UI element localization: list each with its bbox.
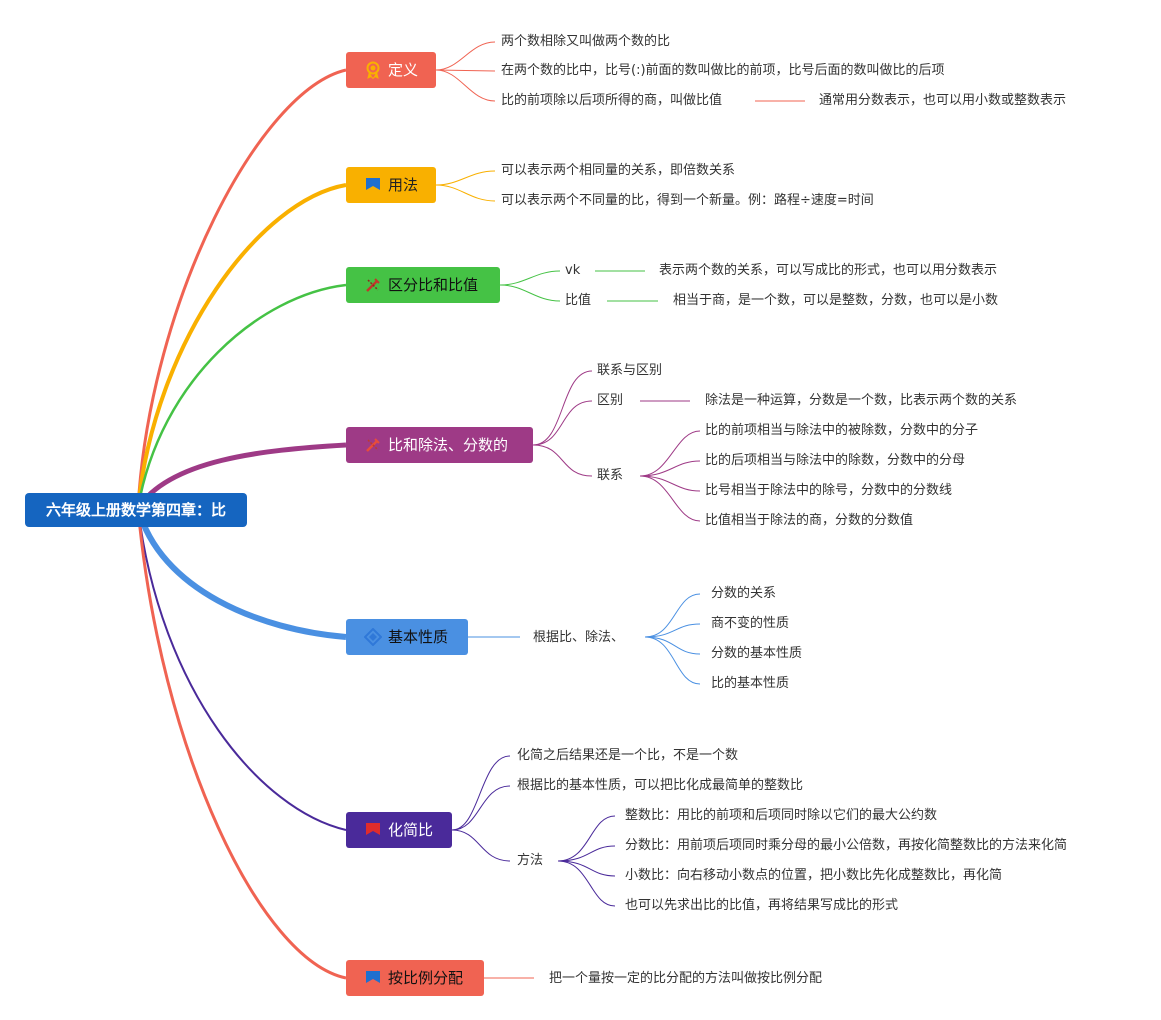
huajian-method-1[interactable]: 整数比：用比的前项和后项同时除以它们的最大公约数: [625, 808, 938, 823]
chuchu-link-2[interactable]: 比的后项相当与除法中的除数，分数中的分母: [705, 453, 966, 468]
chuchu-diff[interactable]: 除法是一种运算，分数是一个数，比表示两个数的关系: [705, 393, 1018, 408]
branch-chuchu[interactable]: 比和除法、分数的: [346, 427, 533, 463]
chuchu-link-key[interactable]: 联系: [597, 468, 624, 483]
huajian-method-3[interactable]: 小数比：向右移动小数点的位置，把小数比先化成整数比，再化简: [625, 868, 1003, 883]
huajian-method-key[interactable]: 方法: [517, 853, 544, 868]
award-ribbon-icon: [366, 61, 380, 79]
fenpei-desc[interactable]: 把一个量按一定的比分配的方法叫做按比例分配: [549, 971, 823, 986]
branch-huajian-label: 化简比: [388, 821, 434, 839]
huajian-method-4[interactable]: 也可以先求出比的比值，再将结果写成比的形式: [625, 898, 899, 913]
branch-dingyi[interactable]: 定义: [346, 52, 436, 88]
dingyi-item-3[interactable]: 比的前项除以后项所得的商，叫做比值: [501, 93, 723, 108]
huajian-item-1[interactable]: 化简之后结果还是一个比，不是一个数: [517, 748, 739, 763]
chuchu-link-4[interactable]: 比值相当于除法的商，分数的分数值: [705, 513, 914, 528]
link-root-fenpei: [136, 507, 347, 980]
link-root-huajian: [137, 507, 347, 831]
branch-chuchu-label: 比和除法、分数的: [388, 436, 509, 454]
qufen-desc-2[interactable]: 相当于商，是一个数，可以是整数，分数，也可以是小数: [673, 293, 999, 308]
qufen-key-2[interactable]: 比值: [565, 293, 592, 308]
xingzhi-item-2[interactable]: 商不变的性质: [711, 616, 790, 631]
huajian-item-2[interactable]: 根据比的基本性质，可以把比化成最简单的整数比: [517, 778, 804, 793]
chuchu-link-3[interactable]: 比号相当于除法中的除号，分数中的分数线: [705, 483, 953, 498]
huajian-method-2[interactable]: 分数比：用前项后项同时乘分母的最小公倍数，再按化简整数比的方法来化简: [625, 838, 1068, 853]
qufen-desc-1[interactable]: 表示两个数的关系，可以写成比的形式，也可以用分数表示: [659, 263, 998, 278]
chuchu-relation[interactable]: 联系与区别: [597, 363, 663, 378]
xingzhi-item-3[interactable]: 分数的基本性质: [711, 646, 803, 661]
branch-xingzhi[interactable]: 基本性质: [346, 619, 468, 655]
chuchu-diff-key[interactable]: 区别: [597, 393, 624, 408]
link-root-chuchu: [135, 442, 347, 510]
xingzhi-item-1[interactable]: 分数的关系: [711, 586, 777, 601]
dingyi-item-2[interactable]: 在两个数的比中，比号(:)前面的数叫做比的前项，比号后面的数叫做比的后项: [501, 63, 945, 78]
link-root-qufen: [136, 283, 347, 509]
branch-huajian[interactable]: 化简比: [346, 812, 452, 848]
branch-xingzhi-label: 基本性质: [388, 628, 449, 646]
branch-qufen-label: 区分比和比值: [388, 276, 479, 294]
blue-flag-icon: [366, 971, 380, 983]
branch-fenpei[interactable]: 按比例分配: [346, 960, 484, 996]
link-root-dingyi: [136, 68, 347, 509]
root-topic[interactable]: 六年级上册数学第四章：比: [25, 493, 247, 527]
xingzhi-basis[interactable]: 根据比、除法、: [533, 630, 625, 645]
tools-icon: [366, 278, 380, 292]
dingyi-note[interactable]: 通常用分数表示，也可以用小数或整数表示: [819, 93, 1067, 108]
link-root-yongfa: [136, 183, 347, 509]
branch-qufen[interactable]: 区分比和比值: [346, 267, 500, 303]
blue-flag-icon: [366, 178, 380, 190]
xingzhi-item-4[interactable]: 比的基本性质: [711, 676, 790, 691]
link-root-xingzhi: [135, 507, 347, 640]
chuchu-link-1[interactable]: 比的前项相当与除法中的被除数，分数中的分子: [705, 423, 979, 438]
yongfa-item-1[interactable]: 可以表示两个相同量的关系，即倍数关系: [501, 163, 736, 178]
branch-yongfa-label: 用法: [388, 176, 419, 194]
branch-dingyi-label: 定义: [388, 61, 419, 79]
branch-yongfa[interactable]: 用法: [346, 167, 436, 203]
qufen-key-1[interactable]: vk: [565, 263, 581, 278]
tools-icon: [366, 438, 380, 452]
branch-fenpei-label: 按比例分配: [388, 969, 464, 987]
red-flag-icon: [366, 823, 380, 835]
diamond-icon: [364, 628, 382, 646]
dingyi-item-1[interactable]: 两个数相除又叫做两个数的比: [501, 34, 671, 49]
yongfa-item-2[interactable]: 可以表示两个不同量的比，得到一个新量。例：路程÷速度=时间: [501, 193, 874, 208]
